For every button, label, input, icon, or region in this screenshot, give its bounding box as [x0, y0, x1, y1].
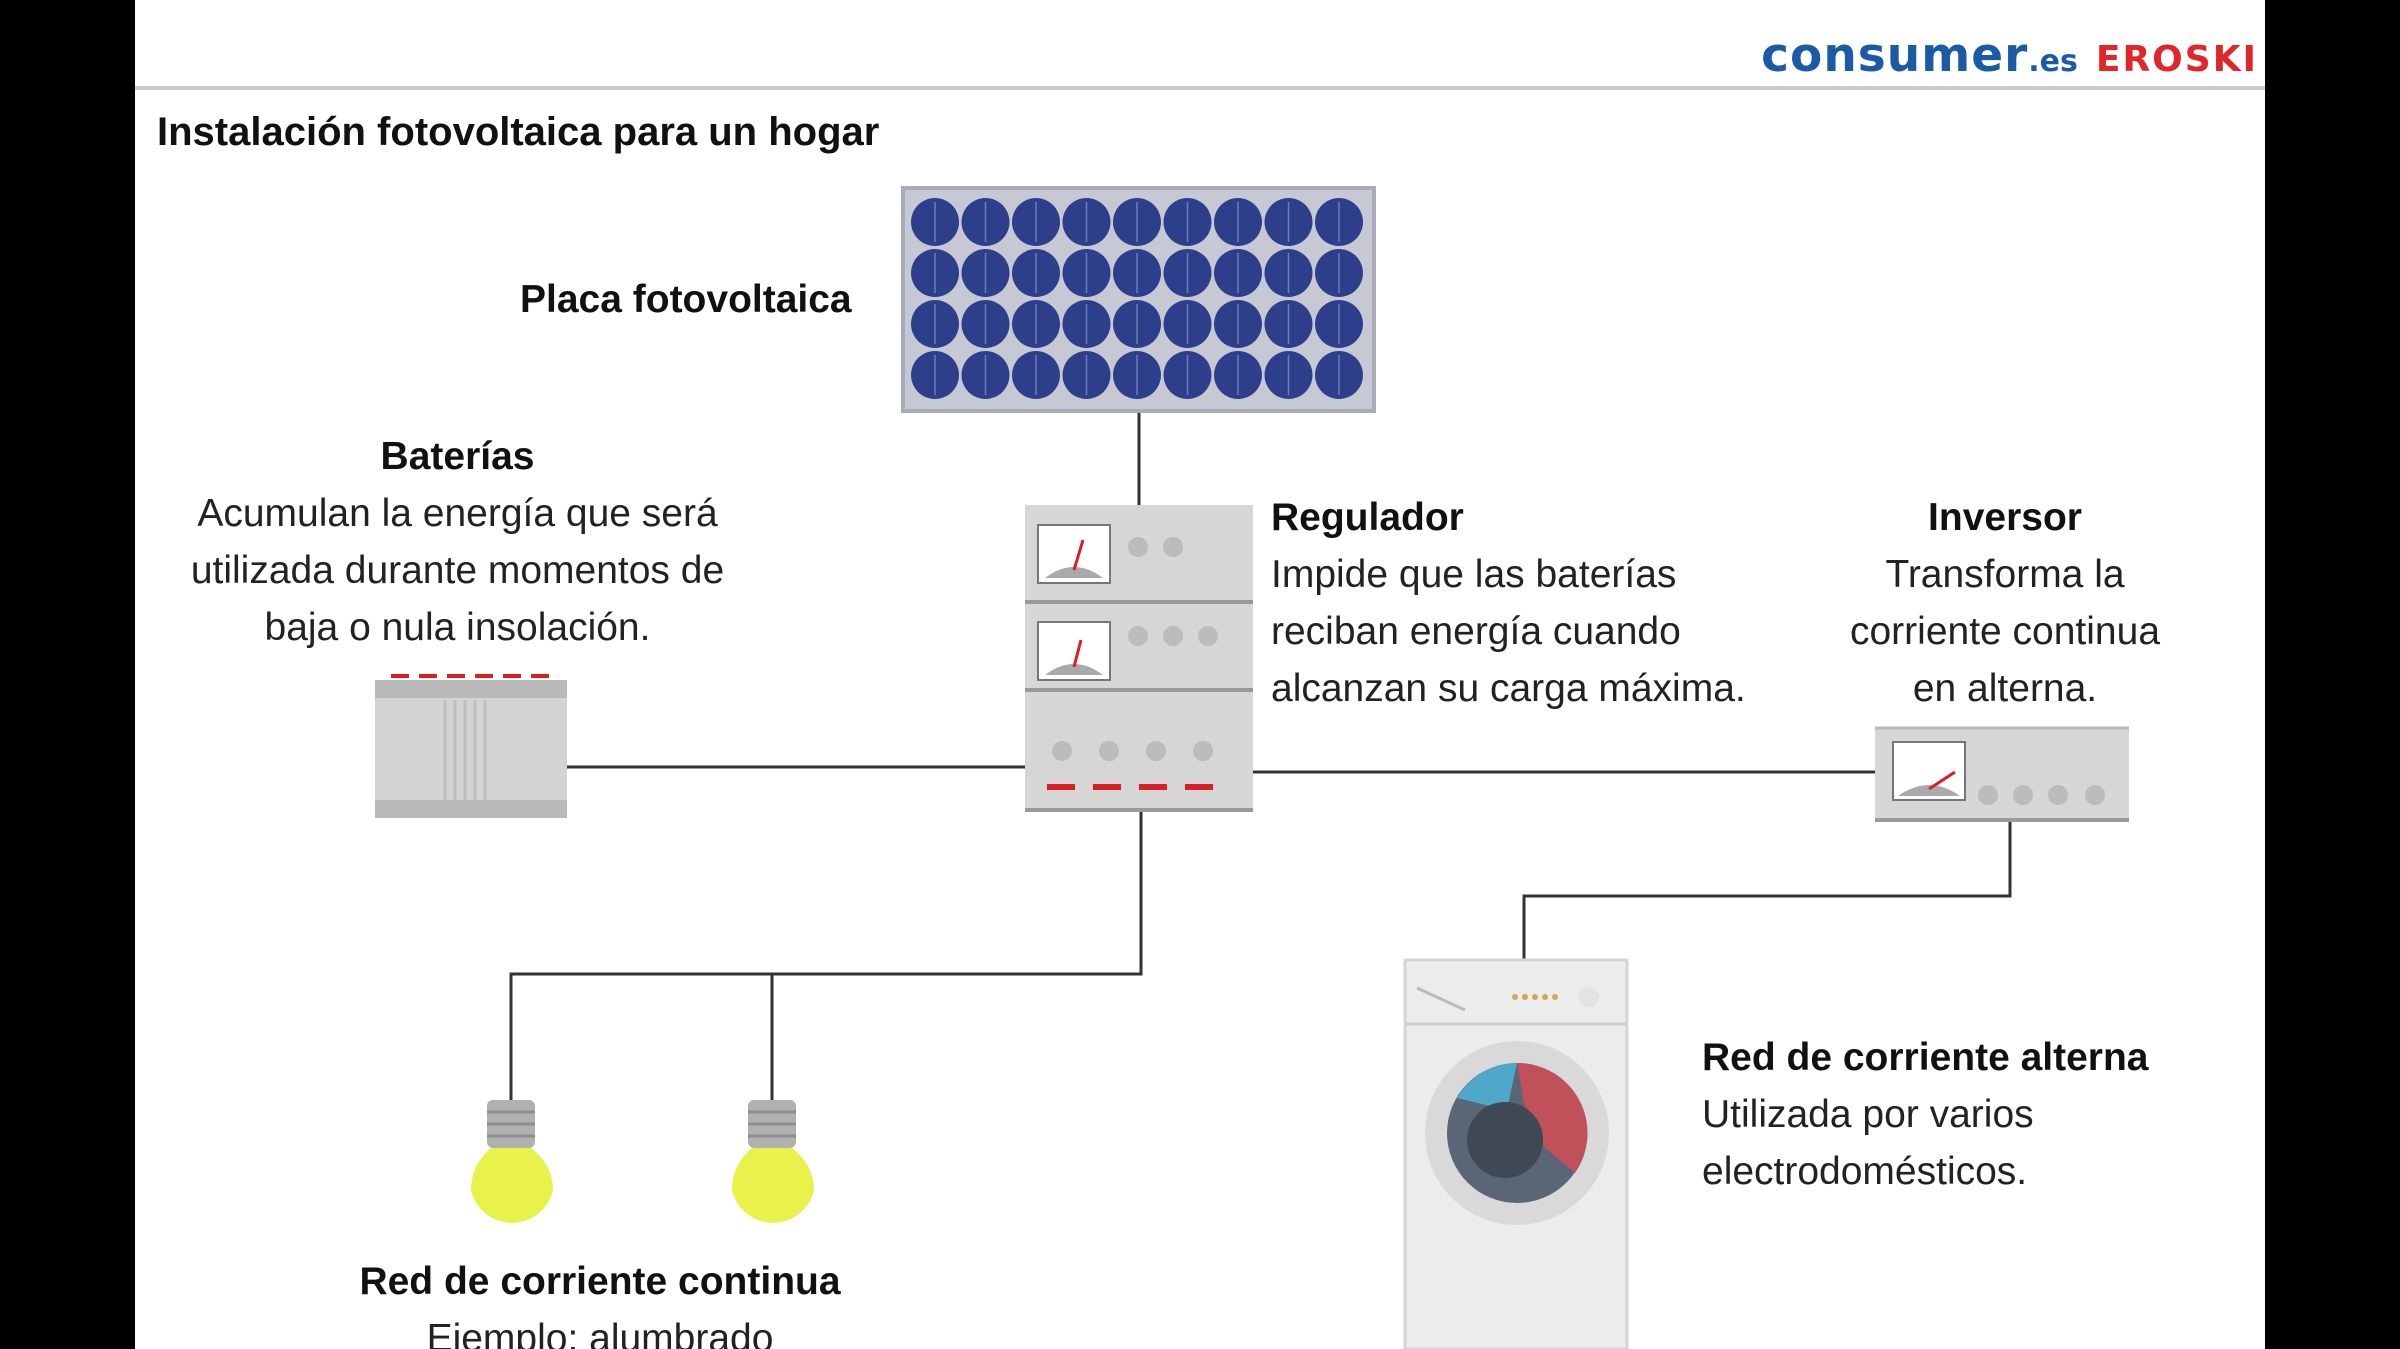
- regulator-line: reciban energía cuando: [1271, 610, 1681, 653]
- regulator-heading: Regulador: [1271, 496, 1464, 539]
- wiring-diagram: [375, 186, 2129, 1349]
- ac-network-label: Red de corriente alterna Utilizada por v…: [1702, 1029, 2148, 1200]
- header-divider: [135, 86, 2265, 90]
- regulator-line: alcanzan su carga máxima.: [1271, 667, 1746, 710]
- batteries-line: utilizada durante momentos de: [190, 549, 725, 592]
- panel-heading: Placa fotovoltaica: [520, 278, 852, 321]
- battery-icon: [375, 674, 567, 818]
- regulator-gauge-1: [1037, 524, 1111, 584]
- batteries-line: baja o nula insolación.: [264, 606, 651, 649]
- wire-inverter-washer: [1522, 820, 2012, 960]
- panel-label: Placa fotovoltaica: [520, 271, 852, 328]
- wire-dc-bulb-left: [509, 810, 1143, 1100]
- page-title: Instalación fotovoltaica para un hogar: [157, 110, 880, 154]
- inverter-line: en alterna.: [1912, 667, 2098, 710]
- inverter-label: Inversor Transforma la corriente continu…: [1795, 489, 2215, 717]
- inverter-icon: [1875, 726, 2129, 822]
- wires: [509, 410, 2012, 1100]
- regulator-label: Regulador Impide que las baterías reciba…: [1271, 489, 1746, 717]
- brand-logo[interactable]: consumer .es EROSKI: [1761, 28, 2258, 83]
- brand-consumer: consumer: [1761, 28, 2029, 83]
- dc-network-line: Ejemplo: alumbrado: [426, 1317, 774, 1349]
- inverter-line: corriente continua: [1849, 610, 2161, 653]
- regulator-line: Impide que las baterías: [1271, 553, 1677, 596]
- light-bulb-left-icon: [471, 1100, 553, 1223]
- inverter-heading: Inversor: [1928, 496, 2082, 539]
- dc-network-heading: Red de corriente continua: [359, 1260, 841, 1303]
- ac-network-heading: Red de corriente alterna: [1702, 1036, 2149, 1079]
- regulator-gauge-2: [1037, 621, 1111, 681]
- brand-es: .es: [2028, 44, 2078, 79]
- washing-machine-icon: [1403, 958, 1629, 1349]
- ac-network-line: electrodomésticos.: [1702, 1150, 2028, 1193]
- inverter-gauge: [1892, 741, 1966, 801]
- batteries-heading: Baterías: [380, 435, 535, 478]
- batteries-line: Acumulan la energía que será: [197, 492, 718, 535]
- solar-panel-icon: [901, 186, 1376, 413]
- diagram-page: consumer .es EROSKI Instalación fotovolt…: [135, 0, 2265, 1349]
- regulator-icon: [1025, 505, 1253, 812]
- brand-eroski: EROSKI: [2095, 39, 2258, 80]
- dc-network-label: Red de corriente continua Ejemplo: alumb…: [335, 1253, 865, 1349]
- light-bulb-right-icon: [732, 1100, 814, 1223]
- batteries-label: Baterías Acumulan la energía que será ut…: [170, 428, 745, 656]
- ac-network-line: Utilizada por varios: [1702, 1093, 2034, 1136]
- inverter-line: Transforma la: [1885, 553, 2125, 596]
